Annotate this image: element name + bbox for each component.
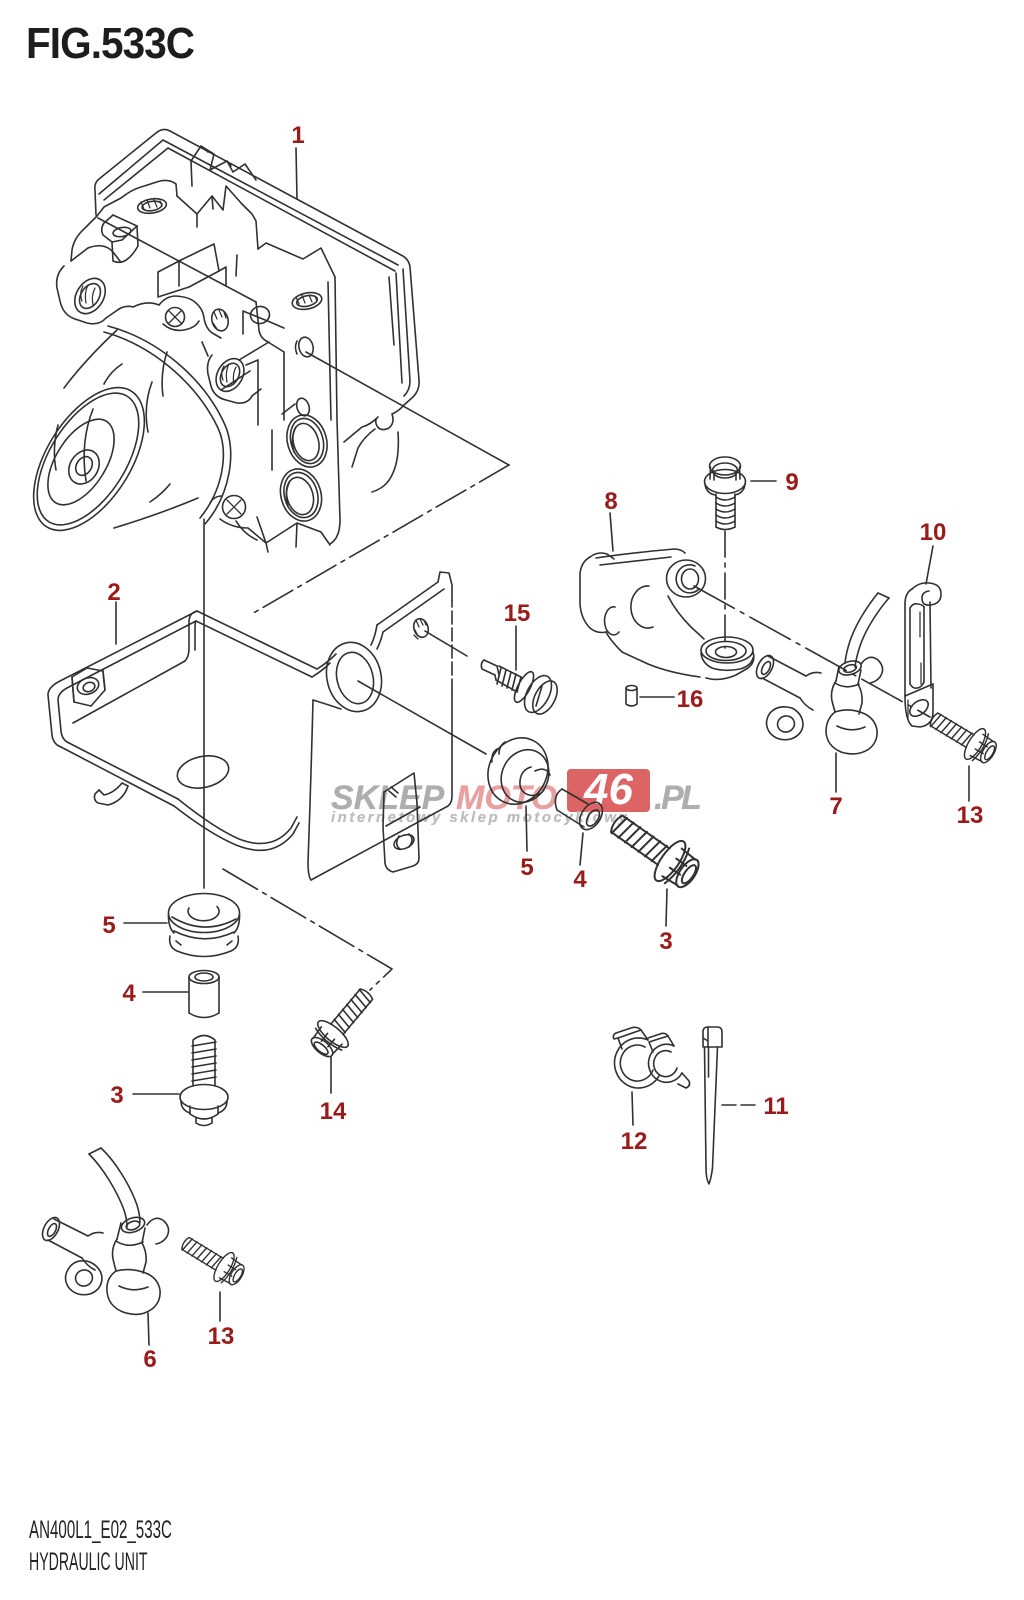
- svg-text:10: 10: [920, 519, 947, 546]
- svg-text:6: 6: [143, 1346, 156, 1373]
- svg-text:11: 11: [763, 1093, 788, 1120]
- svg-text:12: 12: [621, 1128, 648, 1155]
- svg-text:9: 9: [785, 469, 798, 496]
- svg-text:2: 2: [107, 579, 120, 606]
- svg-text:13: 13: [957, 802, 984, 829]
- svg-text:8: 8: [604, 488, 617, 515]
- svg-text:4: 4: [573, 866, 587, 893]
- svg-text:4: 4: [122, 980, 136, 1007]
- svg-text:14: 14: [320, 1098, 347, 1125]
- svg-text:5: 5: [102, 912, 115, 939]
- svg-text:13: 13: [208, 1323, 235, 1350]
- svg-text:3: 3: [110, 1082, 123, 1109]
- svg-text:16: 16: [677, 686, 704, 713]
- svg-text:3: 3: [659, 928, 672, 955]
- svg-text:1: 1: [291, 122, 304, 149]
- svg-text:5: 5: [520, 854, 533, 881]
- svg-text:7: 7: [829, 793, 842, 820]
- svg-text:15: 15: [504, 600, 531, 627]
